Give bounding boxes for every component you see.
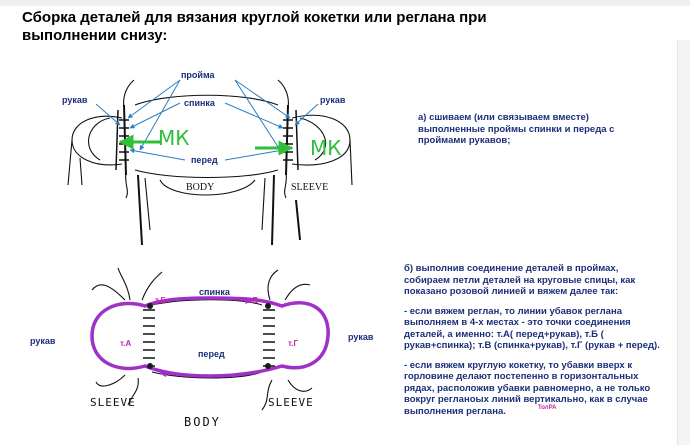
bottom-label-body: BODY	[184, 415, 221, 429]
note-b-yoke: - если вяжем круглую кокетку, то убавки …	[404, 359, 651, 417]
bottom-label-pered: перед	[198, 349, 225, 359]
top-label-rukav-right: рукав	[320, 95, 346, 105]
signature: ТолРА	[538, 405, 557, 411]
bottom-label-spinka: спинка	[199, 287, 231, 297]
top-strip	[0, 0, 690, 6]
needle-loop-pink	[90, 296, 330, 378]
bottom-label-rukav-left: рукав	[30, 336, 56, 346]
top-diagram: пройма спинка перед рукав рукав BODY SLE…	[62, 70, 353, 246]
bottom-diagram: спинка перед рукав рукав т.Б т.В т.А т.Г…	[30, 267, 374, 429]
mk-label-left: МК	[158, 126, 189, 150]
top-annotation-arrows	[95, 79, 319, 161]
top-body-sketch	[134, 94, 279, 246]
note-a: а) сшиваем (или связываем вместе) выполн…	[418, 112, 650, 155]
top-label-pered: перед	[191, 155, 218, 165]
top-label-rukav-left: рукав	[62, 95, 88, 105]
pink-direction-arrows	[159, 296, 253, 378]
point-label-a: т.А	[120, 339, 131, 348]
note-b-intro: б) выполнив соединение деталей в проймах…	[404, 263, 636, 297]
joint-markers	[147, 303, 271, 369]
top-label-proyma: пройма	[181, 70, 216, 80]
note-b-raglan: - если вяжем реглан, то линии убавок рег…	[404, 305, 660, 352]
point-label-b: т.Б	[155, 296, 166, 305]
point-label-v: т.В	[247, 296, 258, 305]
top-stitch-marks	[119, 119, 293, 161]
top-label-spinka: спинка	[184, 98, 216, 108]
point-label-g: т.Г	[288, 339, 298, 348]
top-label-sleeve: SLEEVE	[291, 182, 328, 193]
bottom-label-sleeve-right: SLEEVE	[268, 396, 314, 409]
mk-label-right: МК	[310, 136, 341, 160]
bottom-stitch-marks	[143, 309, 275, 367]
note-a-text: а) сшиваем (или связываем вместе) выполн…	[418, 112, 615, 146]
top-label-body: BODY	[186, 182, 214, 193]
note-b: б) выполнив соединение деталей в проймах…	[404, 263, 660, 425]
top-mk-arrows	[118, 134, 294, 156]
bottom-label-rukav-right: рукав	[348, 332, 374, 342]
right-edge-panel	[677, 40, 690, 445]
page-title: Сборка деталей для вязания круглой кокет…	[22, 9, 487, 44]
bottom-label-sleeve-left: SLEEVE	[90, 396, 136, 409]
